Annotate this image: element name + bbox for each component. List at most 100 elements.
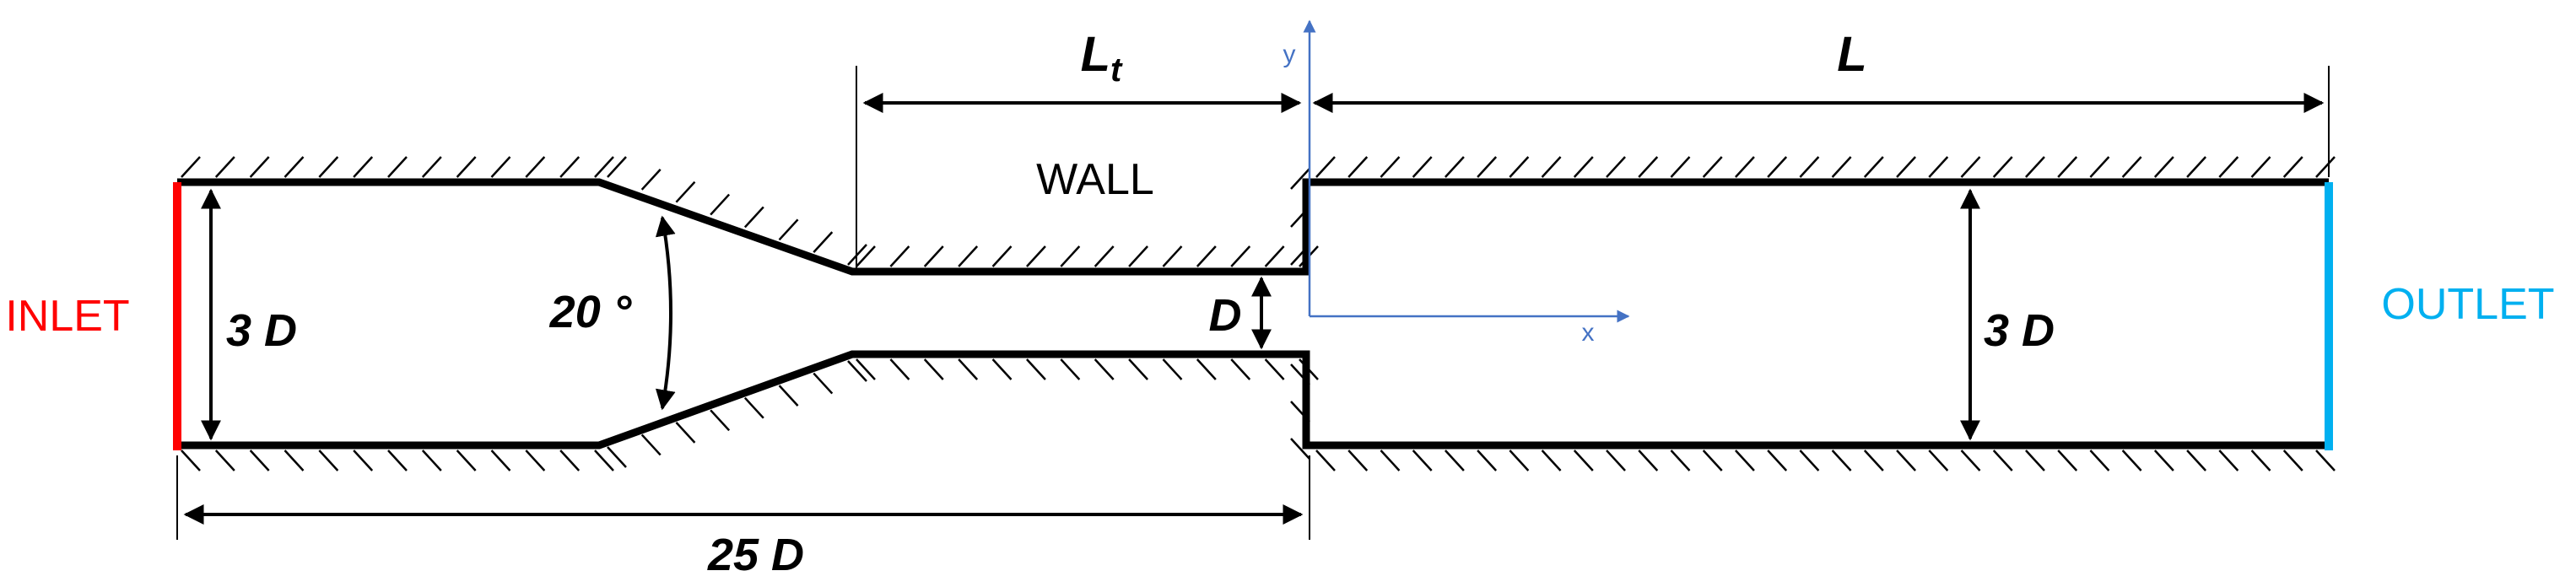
hatch-mark	[353, 450, 374, 471]
hatch-mark	[1573, 450, 1594, 471]
hatch-mark	[490, 156, 511, 178]
hatch-mark	[2282, 450, 2303, 471]
outlet-height-label: 3 D	[1984, 305, 2055, 356]
hatch-mark	[2025, 156, 2045, 178]
hatch-mark	[1799, 156, 1820, 178]
hatch-mark	[214, 156, 235, 178]
hatch-mark	[249, 156, 270, 178]
hatch-mark	[249, 450, 270, 471]
hatch-mark	[318, 156, 339, 178]
hatch-mark	[710, 193, 731, 216]
hatch-mark	[1196, 245, 1217, 267]
bottom-wall	[177, 350, 2329, 450]
y-axis-label: y	[1283, 40, 1296, 68]
hatch-mark	[594, 450, 614, 471]
hatch-mark	[1290, 168, 1310, 190]
hatch-mark	[1444, 450, 1465, 471]
hatch-mark	[1128, 358, 1148, 380]
hatch-mark	[353, 156, 374, 178]
hatch-mark	[2089, 450, 2110, 471]
wall-label: WALL	[1036, 155, 1154, 204]
hatch-mark	[1477, 156, 1498, 178]
hatch-mark	[214, 450, 235, 471]
hatch-mark	[1541, 156, 1562, 178]
hatch-mark	[2250, 450, 2271, 471]
hatch-mark	[1026, 358, 1046, 380]
hatch-mark	[2057, 156, 2078, 178]
hatch-mark	[1477, 450, 1498, 471]
hatch-mark	[490, 450, 511, 471]
hatch-mark	[1380, 450, 1401, 471]
hatch-mark	[1094, 245, 1115, 267]
hatch-mark	[421, 450, 442, 471]
hatch-mark	[1670, 450, 1691, 471]
hatch-mark	[856, 358, 876, 380]
throat-label: D	[1209, 290, 1242, 341]
hatch-mark	[1060, 358, 1081, 380]
hatch-mark	[2315, 156, 2336, 178]
hatch-mark	[675, 180, 696, 203]
hatch-mark	[1026, 245, 1046, 267]
hatch-mark	[1831, 450, 1852, 471]
hatch-mark	[1767, 156, 1788, 178]
hatch-mark	[607, 156, 627, 178]
hatch-mark	[923, 245, 944, 267]
hatch-mark	[1670, 156, 1691, 178]
hatch-mark	[1992, 450, 2013, 471]
hatch-mark	[2153, 156, 2174, 178]
hatch-mark	[318, 450, 339, 471]
hatch-mark	[743, 206, 764, 229]
hatch-mark	[675, 422, 696, 444]
hatch-mark	[2218, 156, 2239, 178]
hatch-mark	[1702, 450, 1723, 471]
hatch-mark	[1541, 450, 1562, 471]
hatch-mark	[1380, 156, 1401, 178]
hatch-mark	[1412, 450, 1433, 471]
hatch-mark	[387, 156, 408, 178]
hatch-mark	[813, 231, 834, 253]
hatch-mark	[1196, 358, 1217, 380]
hatch-mark	[1638, 156, 1659, 178]
hatch-mark	[1896, 450, 1916, 471]
hatch-mark	[1863, 450, 1884, 471]
bottom-wall-hatching	[181, 358, 2336, 471]
hatch-mark	[2153, 450, 2174, 471]
throat-length-subscript: t	[1110, 51, 1123, 89]
hatch-mark	[710, 409, 731, 432]
hatch-mark	[1315, 156, 1336, 178]
hatch-mark	[1347, 450, 1369, 471]
hatch-mark	[1162, 358, 1183, 380]
hatch-mark	[889, 358, 910, 380]
top-wall-upstream	[177, 178, 2329, 276]
hatch-mark	[2250, 156, 2271, 178]
hatch-mark	[2218, 450, 2239, 471]
downstream-length-label: L	[1837, 27, 1866, 82]
hatch-mark	[2121, 156, 2142, 178]
hatch-mark	[856, 245, 876, 267]
hatch-mark	[1735, 450, 1755, 471]
hatch-mark	[1960, 450, 1981, 471]
hatch-mark	[1509, 156, 1530, 178]
hatch-mark	[1128, 245, 1148, 267]
hatch-mark	[1960, 156, 1981, 178]
hatch-mark	[640, 169, 662, 191]
throat-length-label: Lt	[1081, 27, 1123, 89]
hatch-mark	[1264, 358, 1285, 380]
hatch-mark	[1347, 156, 1369, 178]
hatch-mark	[525, 156, 546, 178]
hatch-mark	[1831, 156, 1852, 178]
inlet-height-label: 3 D	[226, 305, 297, 356]
hatch-mark	[607, 446, 627, 468]
hatch-mark	[1230, 245, 1251, 267]
hatch-mark	[1606, 156, 1626, 178]
hatch-mark	[456, 450, 477, 471]
hatch-mark	[2186, 450, 2207, 471]
hatch-mark	[559, 450, 581, 471]
hatch-mark	[923, 358, 944, 380]
hatch-mark	[2121, 450, 2142, 471]
hatch-mark	[958, 358, 979, 380]
hatch-mark	[1702, 156, 1723, 178]
hatch-mark	[525, 450, 546, 471]
hatch-mark	[387, 450, 408, 471]
hatch-mark	[1315, 450, 1336, 471]
